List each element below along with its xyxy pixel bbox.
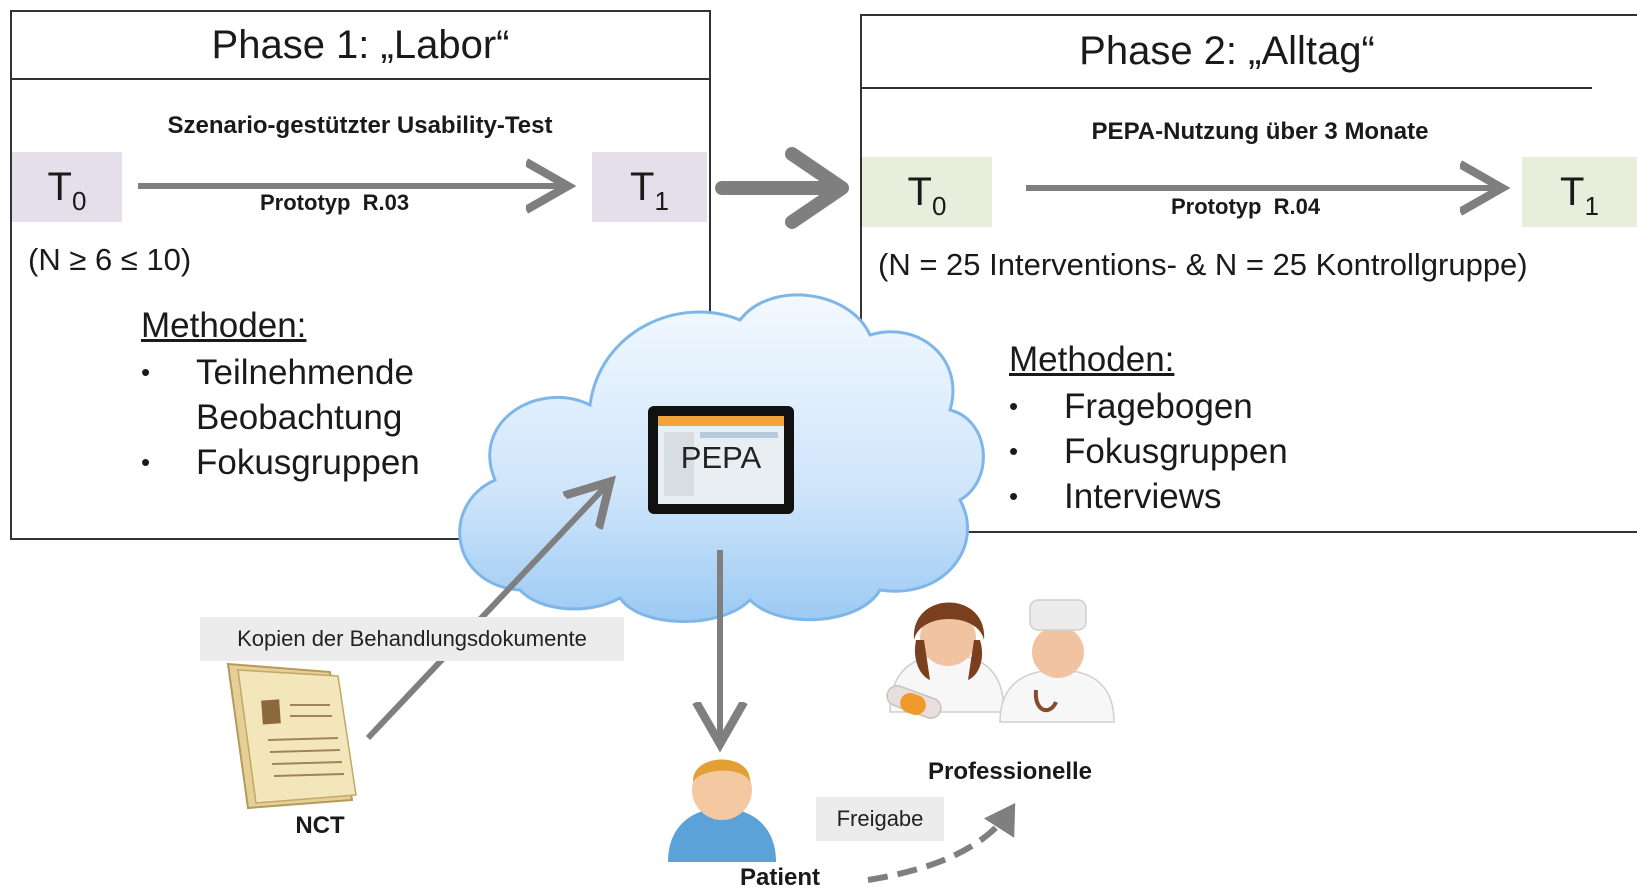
phase1-methods-heading: Methoden: — [141, 306, 307, 345]
nct-label: NCT — [295, 812, 345, 839]
phase1-t0-label: T — [47, 165, 72, 209]
phase1-t1: T1 — [592, 152, 707, 222]
professionals-label: Professionelle — [927, 758, 1093, 785]
phase2-subtitle: PEPA-Nutzung über 3 Monate — [1091, 118, 1429, 145]
pepa-tablet-icon — [648, 406, 794, 514]
phase2-t0-label: T — [907, 170, 932, 214]
phase1-subtitle: Szenario-gestützter Usability-Test — [167, 112, 553, 139]
phase2-method-item: Fragebogen — [1009, 384, 1409, 429]
phase1-methods-list: Teilnehmende Beobachtung Fokusgruppen — [141, 350, 471, 485]
phase2-method-item: Interviews — [1009, 474, 1409, 519]
phase1-title: Phase 1: „Labor“ — [12, 12, 709, 80]
phase2-prototype: Prototyp R.04 — [1171, 194, 1321, 219]
phase1-method-item: Fokusgruppen — [141, 440, 471, 485]
phase2-method-item: Fokusgruppen — [1009, 429, 1409, 474]
phase2-methods-list: Fragebogen Fokusgruppen Interviews — [1009, 384, 1409, 519]
documents-callout: Kopien der Behandlungsdokumente — [200, 617, 624, 661]
document-folder-icon — [226, 662, 357, 810]
release-callout: Freigabe — [816, 797, 944, 841]
pepa-label: PEPA — [680, 440, 762, 475]
phase-transition-arrowhead — [785, 147, 849, 229]
phase2-t1-sub: 1 — [1584, 191, 1599, 221]
phase2-t1-label: T — [1560, 170, 1585, 214]
patient-icon — [668, 759, 776, 862]
phase2-title: Phase 2: „Alltag“ — [862, 16, 1592, 89]
phase2-sample: (N = 25 Interventions- & N = 25 Kontroll… — [878, 247, 1528, 282]
phase1-t0: T0 — [12, 152, 122, 222]
phase1-t0-sub: 0 — [71, 186, 87, 216]
phase2-t1: T1 — [1522, 157, 1637, 227]
patient-label: Patient — [739, 864, 820, 891]
phase1-sample: (N ≥ 6 ≤ 10) — [28, 242, 192, 277]
phase1-prototype: Prototyp R.03 — [260, 190, 410, 215]
phase2-t0: T0 — [862, 157, 992, 227]
phase1-t1-sub: 1 — [654, 186, 669, 216]
phase1-t1-label: T — [630, 165, 655, 209]
phase1-method-item: Teilnehmende Beobachtung — [141, 350, 471, 440]
phase2-methods-heading: Methoden: — [1009, 340, 1175, 379]
professionals-icon — [886, 599, 1115, 723]
documents-upload-arrow — [365, 486, 606, 741]
phase2-t0-sub: 0 — [931, 191, 947, 221]
